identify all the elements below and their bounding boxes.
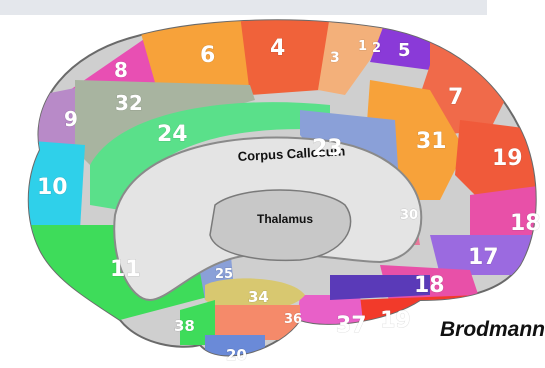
diagram-caption: Brodmann bbox=[440, 318, 545, 342]
area-label-4: 4 bbox=[270, 36, 285, 61]
area-label-38: 38 bbox=[174, 317, 195, 335]
area-label-1: 1 bbox=[358, 39, 367, 54]
area-label-2: 2 bbox=[372, 41, 381, 56]
area-label-8: 8 bbox=[114, 58, 128, 82]
area-label-34: 34 bbox=[248, 288, 269, 306]
area-label-3: 3 bbox=[330, 50, 340, 66]
area-label-32: 32 bbox=[115, 91, 143, 115]
area-label-37: 37 bbox=[336, 313, 367, 338]
area-label-11: 11 bbox=[110, 257, 141, 282]
area-label-25: 25 bbox=[215, 267, 233, 282]
area-label-7: 7 bbox=[448, 85, 463, 110]
area-label-6: 6 bbox=[200, 43, 215, 68]
area-label-30: 30 bbox=[400, 208, 418, 223]
area-label-19-lower: 19 bbox=[380, 308, 411, 333]
area-label-23: 23 bbox=[312, 136, 343, 161]
area-label-19-upper: 19 bbox=[492, 146, 523, 171]
area-label-31: 31 bbox=[416, 129, 447, 154]
area-label-18-lower: 18 bbox=[414, 273, 445, 298]
area-label-20: 20 bbox=[226, 346, 247, 364]
area-label-18-upper: 18 bbox=[510, 211, 541, 236]
area-label-10: 10 bbox=[37, 175, 68, 200]
thalamus-label: Thalamus bbox=[257, 212, 313, 226]
area-label-9: 9 bbox=[64, 107, 78, 131]
area-label-24: 24 bbox=[157, 122, 188, 147]
area-label-17: 17 bbox=[468, 245, 499, 270]
area-label-5: 5 bbox=[398, 40, 411, 61]
area-label-36: 36 bbox=[284, 312, 302, 327]
